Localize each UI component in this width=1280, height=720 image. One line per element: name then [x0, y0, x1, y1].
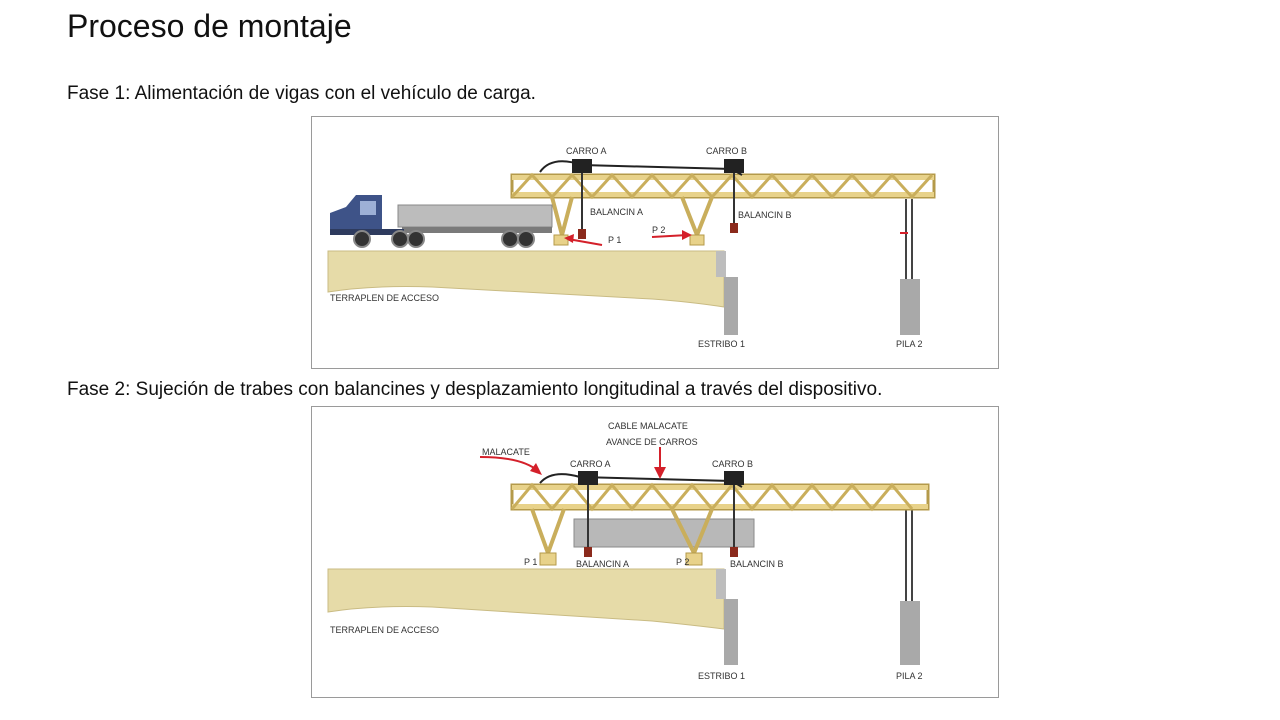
- arrow-malacate: [479, 456, 539, 472]
- carro-b: [724, 471, 744, 485]
- truck: [330, 195, 553, 248]
- arrow-head-malacate: [530, 463, 542, 475]
- label-pila: PILA 2: [896, 339, 923, 349]
- label-balancin-a: BALANCIN A: [576, 559, 629, 569]
- arrow-p1: [567, 238, 603, 246]
- label-balancin-a: BALANCIN A: [590, 207, 643, 217]
- embankment: [327, 250, 725, 308]
- abutment-estribo1: [724, 599, 738, 665]
- carro-a: [578, 471, 598, 485]
- phase2-diagram: MALACATE CABLE MALACATE AVANCE DE CARROS…: [311, 406, 999, 698]
- balancin-a: [578, 229, 586, 239]
- arrow-head-p2: [682, 230, 692, 240]
- abutment-cap: [716, 569, 726, 599]
- launching-truss: [510, 172, 936, 200]
- support-p2: [689, 234, 705, 246]
- balancin-b: [730, 223, 738, 233]
- label-estribo: ESTRIBO 1: [698, 671, 745, 681]
- carro-a: [572, 159, 592, 173]
- balancin-b: [730, 547, 738, 557]
- label-carro-b: CARRO B: [712, 459, 753, 469]
- embankment: [327, 568, 725, 630]
- label-p1: P 1: [524, 557, 537, 567]
- label-p2: P 2: [676, 557, 689, 567]
- page-title: Proceso de montaje: [67, 8, 352, 44]
- phase1-caption: Fase 1: Alimentación de vigas con el veh…: [67, 83, 536, 104]
- cable: [539, 160, 743, 176]
- support-leg-p2: [680, 196, 714, 241]
- support-leg-p1: [530, 508, 566, 559]
- abutment-estribo1: [724, 277, 738, 335]
- phase2-svg: MALACATE CABLE MALACATE AVANCE DE CARROS…: [327, 421, 930, 681]
- phase1-svg: CARRO A CARRO B BALANCIN A BALANCIN B P …: [327, 146, 936, 349]
- balancin-a: [584, 547, 592, 557]
- carro-b: [724, 159, 744, 173]
- label-pila: PILA 2: [896, 671, 923, 681]
- abutment-cap: [716, 251, 726, 277]
- support-p2: [685, 552, 703, 566]
- phase1-diagram: CARRO A CARRO B BALANCIN A BALANCIN B P …: [311, 116, 999, 369]
- label-carro-b: CARRO B: [706, 146, 747, 156]
- support-p1: [553, 234, 569, 246]
- label-balancin-b: BALANCIN B: [730, 559, 784, 569]
- label-carro-a: CARRO A: [570, 459, 611, 469]
- arrow-head-avance: [654, 467, 666, 479]
- label-p1: P 1: [608, 235, 621, 245]
- launching-truss: [510, 482, 930, 512]
- label-balancin-b: BALANCIN B: [738, 210, 792, 220]
- label-p2: P 2: [652, 225, 665, 235]
- label-carro-a: CARRO A: [566, 146, 607, 156]
- arrow-head-p1: [564, 234, 574, 243]
- label-terraplen: TERRAPLEN DE ACCESO: [330, 293, 439, 303]
- label-cable-malacate: CABLE MALACATE: [608, 421, 688, 431]
- pier-pila2: [900, 601, 920, 665]
- support-p1: [539, 552, 557, 566]
- label-malacate: MALACATE: [482, 447, 530, 457]
- pier-pila2: [900, 279, 920, 335]
- phase2-caption: Fase 2: Sujeción de trabes con balancine…: [67, 379, 883, 400]
- beam-trabe: [573, 518, 755, 548]
- support-leg-p1: [550, 196, 574, 243]
- label-estribo: ESTRIBO 1: [698, 339, 745, 349]
- label-avance-carros: AVANCE DE CARROS: [606, 437, 698, 447]
- label-terraplen: TERRAPLEN DE ACCESO: [330, 625, 439, 635]
